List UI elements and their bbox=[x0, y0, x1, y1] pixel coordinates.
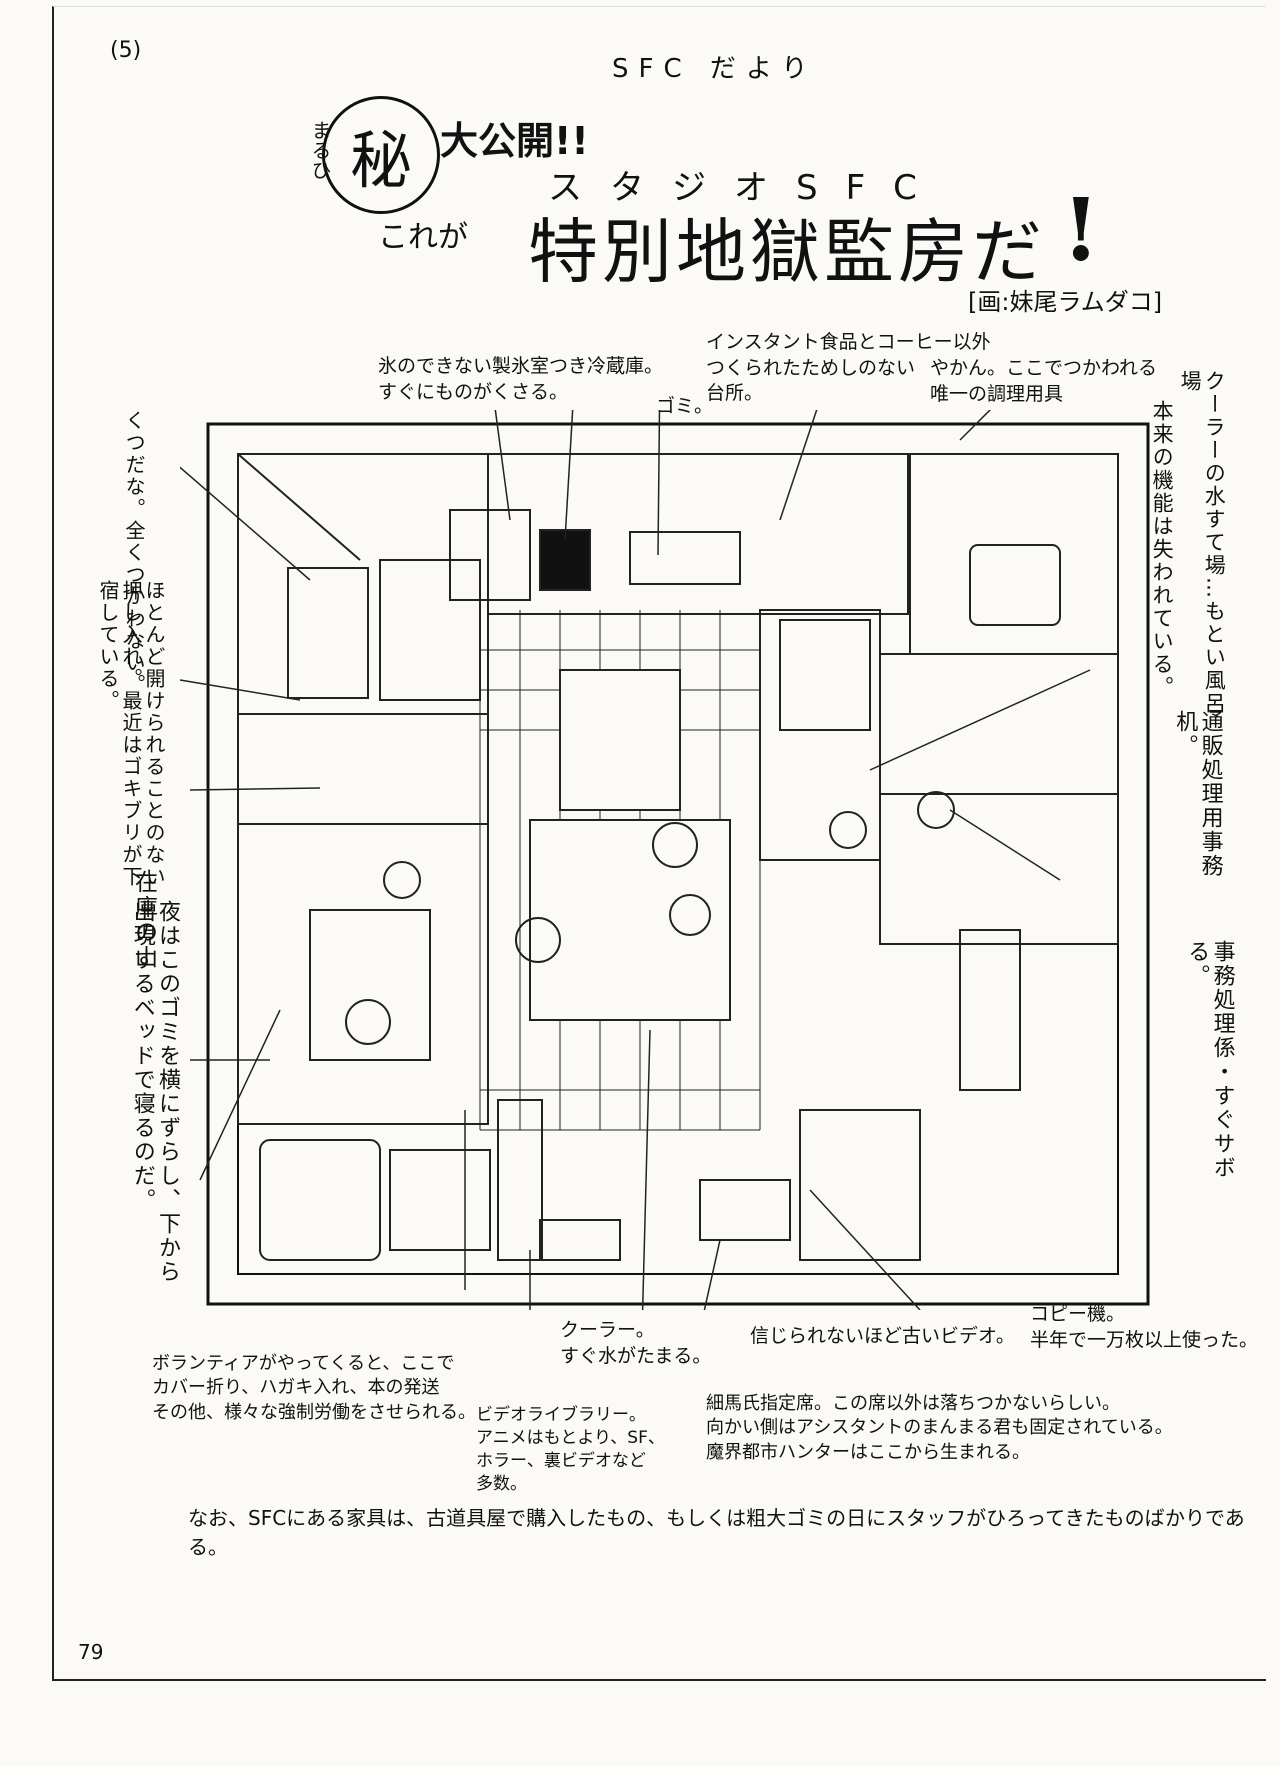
label-video-library: ビデオライブラリー。 アニメはもとより、SF、 ホラー、裏ビデオなど 多数。 bbox=[476, 1405, 665, 1494]
person-center-2 bbox=[652, 822, 698, 868]
stock-area bbox=[237, 823, 489, 1125]
center-table-top bbox=[559, 669, 681, 811]
kitchen-counter bbox=[487, 453, 909, 615]
artist-credit: [画:妹尾ラムダコ] bbox=[968, 288, 1163, 316]
column-name: SFC だより bbox=[612, 54, 818, 84]
left-desk bbox=[309, 909, 431, 1061]
floor-plan-illustration bbox=[180, 410, 1150, 1310]
copier bbox=[959, 929, 1021, 1091]
right-storage bbox=[879, 653, 1119, 795]
label-volunteer: ボランティアがやってくると、ここで カバー折り、ハガキ入れ、本の発送 その他、様… bbox=[152, 1353, 476, 1423]
label-cooler-water: クーラーの水すて場…もとい風呂場 bbox=[1178, 370, 1227, 715]
label-trash: ゴミ。 bbox=[656, 395, 714, 417]
bed-pile bbox=[259, 1139, 381, 1261]
footer-note: なお、SFCにある家具は、古道具屋で購入したもの、もしくは粗大ゴミの日にスタッフ… bbox=[188, 1506, 1245, 1559]
title-exclamation: ! bbox=[1062, 180, 1100, 281]
right-shelves bbox=[759, 609, 881, 861]
mail-desk-area bbox=[879, 793, 1119, 945]
leader-lines bbox=[180, 410, 1091, 1310]
label-closet: ほとんど開けられることのない押し入れ。最近はゴキブリが下宿している。 bbox=[96, 580, 166, 888]
oshiire-closet bbox=[237, 713, 489, 825]
label-bed: 夜はこのゴミを横にずらし、下から出現するベッドで寝るのだ。 bbox=[129, 900, 180, 1284]
person-left-2 bbox=[383, 861, 421, 899]
label-stock: 在庫の山 bbox=[130, 870, 157, 970]
label-kitchen: インスタント食品とコーヒー以外 つくられたためしのない 台所。 bbox=[706, 331, 991, 405]
refrigerator bbox=[449, 509, 531, 601]
person-left bbox=[345, 999, 391, 1045]
label-copier: コピー機。 半年で一万枚以上使った。 bbox=[1030, 1303, 1259, 1351]
label-lost-function: 本来の機能は失われている。 bbox=[1150, 400, 1175, 699]
video-library-shelf bbox=[497, 1099, 543, 1261]
label-freezer: 氷のできない製氷室つき冷蔵庫。 すぐにものがくさる。 bbox=[378, 355, 664, 403]
label-old-video: 信じられないほど古いビデオ。 bbox=[750, 1325, 1015, 1347]
outer-wall bbox=[206, 422, 1150, 1306]
old-video-deck bbox=[699, 1179, 791, 1241]
person-center-1 bbox=[515, 917, 561, 963]
secret-stamp-glyph: 秘 bbox=[349, 124, 412, 197]
shoe-rack bbox=[287, 567, 369, 699]
sink bbox=[629, 531, 741, 585]
box-pile bbox=[389, 1149, 491, 1251]
person-center-3 bbox=[669, 894, 711, 936]
clutter-box bbox=[379, 559, 481, 701]
bathtub bbox=[969, 544, 1061, 626]
label-kettle: やかん。ここでつかわれる 唯一の調理用具 bbox=[930, 357, 1158, 405]
big-reveal-text: 大公開!! bbox=[440, 119, 589, 163]
label-shoe-closet: くつだな。全くつかわない。 bbox=[122, 410, 146, 696]
title-ruby: スタジオSFC bbox=[548, 168, 945, 208]
center-table-main bbox=[529, 819, 731, 1021]
secret-stamp: 秘 bbox=[322, 96, 440, 214]
page-folio: 79 bbox=[78, 1640, 104, 1664]
page-number: (5) bbox=[110, 38, 142, 63]
label-cooler: クーラー。 すぐ水がたまる。 bbox=[560, 1319, 712, 1367]
page-frame bbox=[52, 6, 1266, 1681]
bottom-right-boxes bbox=[799, 1109, 921, 1261]
cooler-unit bbox=[539, 1219, 621, 1261]
toilet-room bbox=[779, 619, 871, 731]
label-mail-desk: 通販処理用事務机。 bbox=[1172, 710, 1223, 878]
label-office-staff: 事務処理係・すぐサボる。 bbox=[1184, 940, 1235, 1180]
kore-ga-text: これが bbox=[378, 220, 468, 255]
person-right-2 bbox=[829, 811, 867, 849]
page-title: 特別地獄監房だ bbox=[528, 211, 1046, 293]
label-designated-seat: 細馬氏指定席。この席以外は落ちつかないらしい。 向かい側はアシスタントのまんまる… bbox=[706, 1393, 1173, 1463]
person-right-1 bbox=[917, 791, 955, 829]
